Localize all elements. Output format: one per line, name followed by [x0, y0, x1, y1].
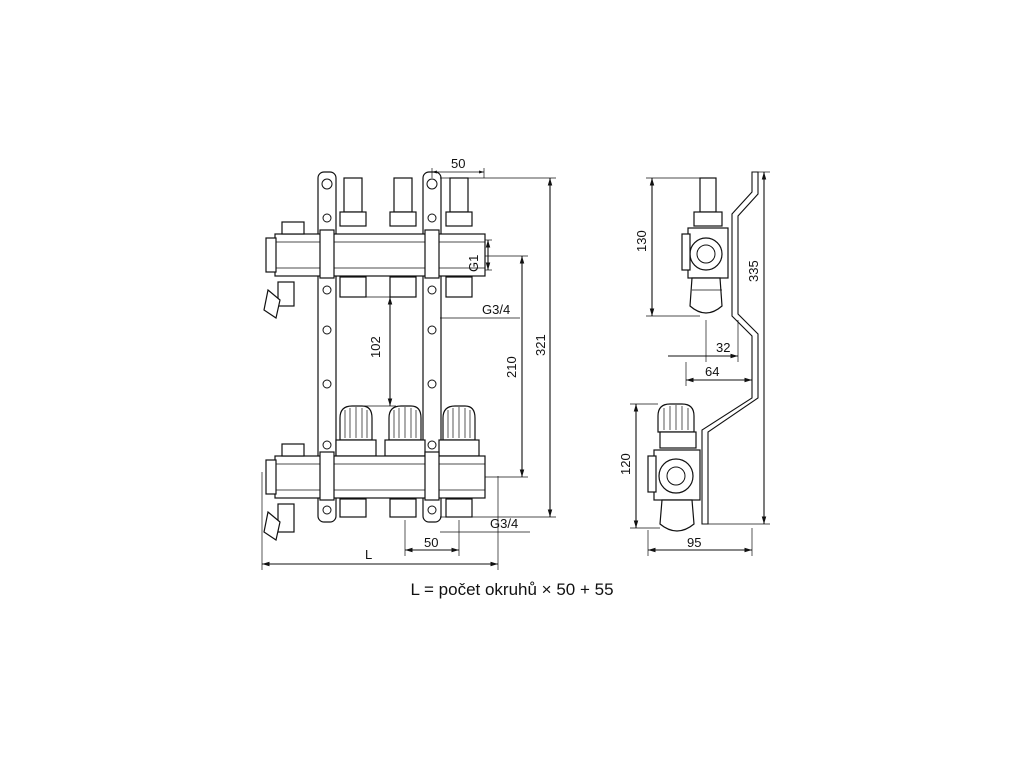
length-formula: L = počet okruhů × 50 + 55: [410, 580, 614, 599]
dim-32: 32: [716, 340, 730, 355]
side-dimensions: [630, 171, 770, 556]
dim-64: 64: [705, 364, 719, 379]
side-lower-assembly: [647, 403, 701, 532]
dim-102: 102: [368, 336, 383, 358]
upper-stems: [339, 177, 473, 227]
lower-caps: [335, 405, 480, 457]
dim-210: 210: [504, 356, 519, 378]
dim-g34-lower: G3/4: [490, 516, 518, 531]
dim-120: 120: [618, 453, 633, 475]
front-dimensions: [261, 168, 556, 570]
dim-bottom-spacing: 50: [424, 535, 438, 550]
dim-335: 335: [746, 260, 761, 282]
dim-321: 321: [533, 334, 548, 356]
dim-130: 130: [634, 230, 649, 252]
dim-g34-upper: G3/4: [482, 302, 510, 317]
dim-top-spacing: 50: [451, 156, 465, 171]
side-upper-assembly: [681, 177, 729, 314]
lower-manifold-bar: [263, 443, 486, 541]
front-view: 50 G1 G3/4 102 210 321 50 G3/4 L: [261, 156, 556, 570]
side-view: 130 335 32 64 120 95: [618, 171, 770, 556]
dim-95: 95: [687, 535, 701, 550]
upper-manifold-bar: [263, 221, 486, 319]
dim-length: L: [365, 547, 372, 562]
dim-g1: G1: [466, 255, 481, 272]
